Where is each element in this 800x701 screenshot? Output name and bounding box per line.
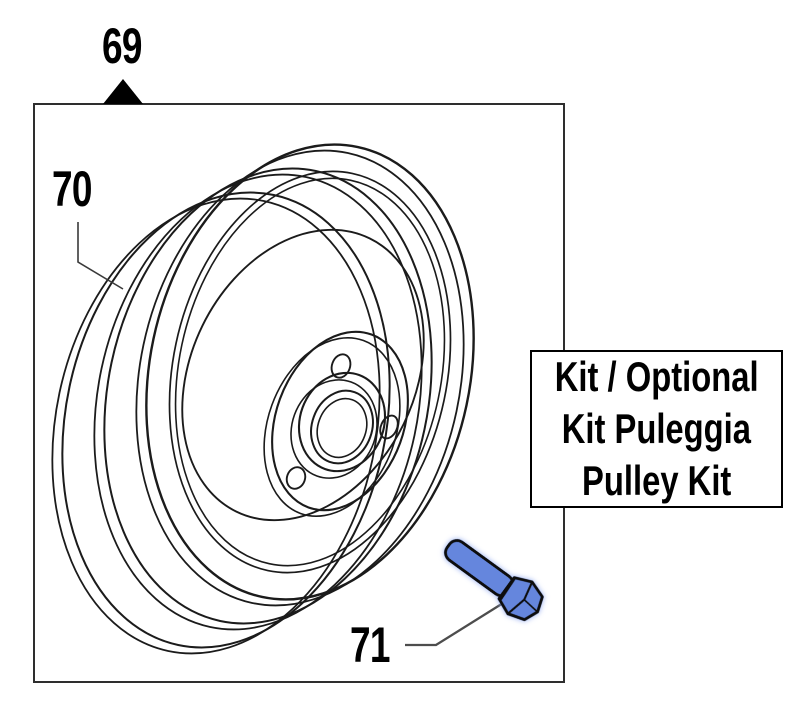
leader-line-71	[405, 599, 509, 647]
bolt-head-base-line	[500, 577, 516, 601]
pulley-dish	[181, 228, 425, 522]
hub-bolt-hole-top	[330, 353, 352, 379]
hub-boss	[297, 371, 387, 473]
hub-flange-rear-edge	[263, 337, 401, 517]
callout-71-label: 71	[350, 617, 390, 673]
bolt-illustration	[443, 538, 544, 622]
pulley-back-flange	[51, 191, 391, 655]
hub-boss-base-edge	[290, 379, 378, 479]
hub-bore-outer	[310, 389, 374, 465]
callout-70-label: 70	[52, 161, 92, 217]
hub-bolt-hole-right	[379, 414, 399, 440]
callout-69-label: 69	[102, 18, 142, 74]
hub-bolt-hole-bottom	[285, 466, 307, 490]
hub-bore-inner	[316, 397, 368, 459]
leader-line-70	[77, 222, 124, 290]
diagram-frame	[33, 103, 565, 683]
pulley-illustration	[51, 143, 475, 655]
callout-69-triangle-icon	[103, 79, 143, 104]
kit-line-2: Kit Puleggia	[561, 405, 752, 452]
kit-option-box: Kit / Optional Kit Puleggia Pulley Kit	[530, 350, 783, 508]
kit-line-3: Pulley Kit	[581, 457, 732, 504]
pulley-front-face	[135, 143, 475, 607]
bolt-head-chamfer-line	[523, 598, 538, 613]
pulley-middle-flange	[93, 167, 433, 631]
kit-line-1: Kit / Optional	[554, 353, 759, 400]
pulley-hub	[263, 330, 409, 517]
bolt-head-icon	[497, 576, 544, 622]
pulley-rim-band	[168, 170, 452, 574]
hub-flange	[271, 330, 409, 512]
